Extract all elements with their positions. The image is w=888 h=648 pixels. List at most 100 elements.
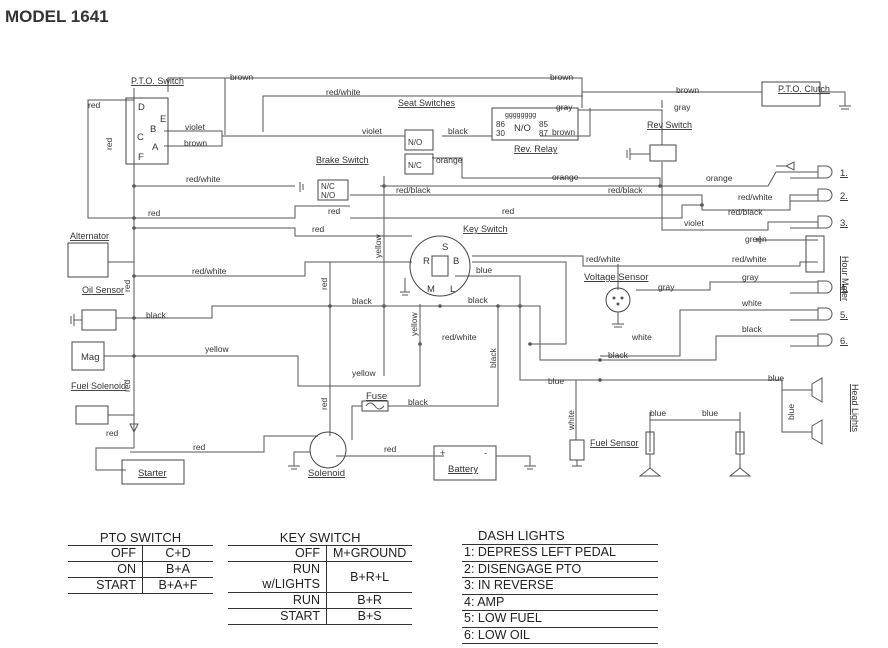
wire-label: black: [742, 324, 763, 334]
fuel-solenoid: Fuel Solenoid: [71, 381, 139, 434]
wire-label: black: [408, 397, 429, 407]
fuse-label: Fuse: [366, 391, 387, 402]
fuel-sensor-label: Fuel Sensor: [590, 438, 639, 448]
fuse: Fuse: [361, 391, 389, 412]
wire-label: red: [104, 137, 114, 150]
pto-switch-body: [125, 97, 169, 165]
key-terminal-b: B: [453, 256, 459, 267]
relay-85: 85: [539, 120, 548, 129]
rev-relay-label: Rev. Relay: [514, 144, 558, 154]
wire-label: red: [502, 206, 515, 216]
list-item: 1: DEPRESS LEFT PEDAL: [462, 545, 658, 562]
wire-label: violet: [185, 122, 205, 132]
wire-label: black: [352, 296, 373, 306]
pto-terminal-f: F: [138, 152, 144, 163]
pto-switch: P.T.O. Switch D E B C A F: [125, 76, 184, 165]
wire-label: green: [745, 234, 767, 244]
key-table-header: KEY SWITCH: [228, 530, 413, 546]
wire-label: red/white: [442, 332, 477, 342]
rev-switch: Rev Switch: [626, 120, 692, 162]
key-terminal-r: R: [423, 256, 430, 267]
seat-no-terminal: N/O: [408, 138, 422, 147]
solenoid: Solenoid: [288, 431, 347, 479]
wire-label: red/white: [326, 87, 361, 97]
key-switch: Key Switch S R B M L: [400, 224, 508, 297]
dash-lamp-icon: [817, 280, 833, 294]
hour-meter-label: Hour Meter: [840, 256, 850, 301]
starter-label: Starter: [138, 468, 167, 479]
wire-label: gray: [658, 282, 675, 292]
battery-label: Battery: [448, 464, 478, 475]
lamp-number-label: 3.: [840, 218, 848, 229]
lamp-number-label: 1.: [840, 168, 848, 179]
wire-label: black: [488, 347, 498, 368]
wire-label: orange: [552, 172, 579, 182]
relay-87: 87: [539, 129, 548, 138]
wire-labels: brown brown brown red red/white gray gra…: [88, 72, 796, 454]
brake-nc-terminal: N/C: [321, 182, 335, 191]
wires: [87, 77, 818, 471]
oil-sensor-label: Oil Sensor: [82, 285, 124, 295]
wire-label: gray: [556, 102, 573, 112]
wire-label: red: [319, 277, 329, 290]
solenoid-label: Solenoid: [308, 468, 345, 479]
relay-coil: gggggggg: [505, 112, 536, 119]
wire-label: brown: [230, 72, 253, 82]
key-switch-label: Key Switch: [463, 224, 508, 234]
page-title: MODEL 1641: [5, 7, 109, 26]
relay-no: N/O: [514, 123, 531, 134]
wire-label: blue: [548, 376, 564, 386]
head-lights-label: Head Lights: [850, 384, 860, 433]
key-terminal-s: S: [442, 242, 448, 253]
oil-sensor: Oil Sensor: [70, 285, 124, 331]
wire-label: red: [122, 279, 132, 292]
wire-label: red: [122, 379, 132, 392]
wire-label: white: [741, 298, 762, 308]
wire-label: brown: [552, 127, 575, 137]
dash-lamp-icon: [817, 165, 833, 179]
list-item: 2: DISENGAGE PTO: [462, 562, 658, 578]
wire-label: black: [608, 350, 629, 360]
battery-minus: -: [484, 448, 487, 459]
wire-label: yellow: [352, 368, 376, 378]
wire-label: yellow: [373, 234, 383, 258]
mag-label: Mag: [81, 352, 99, 363]
pto-switch-label: P.T.O. Switch: [131, 76, 184, 86]
pto-clutch-label: P.T.O. Clutch: [778, 84, 830, 94]
wire-label: orange: [706, 173, 733, 183]
wire-label: blue: [786, 404, 796, 420]
wire-label: brown: [676, 85, 699, 95]
wire-label: red/black: [396, 185, 431, 195]
dash-lights-table: DASH LIGHTS 1: DEPRESS LEFT PEDAL 2: DIS…: [462, 528, 658, 644]
alternator-label: Alternator: [70, 231, 109, 241]
wire-label: red/black: [608, 185, 643, 195]
wire-label: black: [146, 310, 167, 320]
dash-lights-header: DASH LIGHTS: [462, 528, 658, 545]
wire-label: red: [193, 442, 206, 452]
battery: + - Battery: [433, 445, 536, 481]
lamp-number-label: 2.: [840, 191, 848, 202]
dash-lamps: 1.2.3.4.5.6.: [776, 161, 848, 347]
list-item: 4: AMP: [462, 595, 658, 611]
dash-lamp-icon: [817, 333, 833, 347]
wire-label: red: [88, 100, 101, 110]
wire-label: red/white: [186, 174, 221, 184]
wire-label: orange: [436, 155, 463, 165]
mag: Mag: [71, 341, 105, 371]
pto-terminal-b: B: [150, 124, 156, 135]
list-item: 6: LOW OIL: [462, 628, 658, 644]
fuel-sensor: Fuel Sensor: [569, 438, 639, 467]
dash-lamp-icon: [817, 188, 833, 202]
wire-label: red: [384, 444, 397, 454]
junction-dots: [132, 184, 704, 382]
voltage-sensor-label: Voltage Sensor: [584, 272, 648, 283]
wire-label: brown: [550, 72, 573, 82]
head-lights: Head Lights: [811, 377, 860, 445]
wire-label: red: [319, 397, 329, 410]
pto-terminal-e: E: [160, 114, 166, 125]
